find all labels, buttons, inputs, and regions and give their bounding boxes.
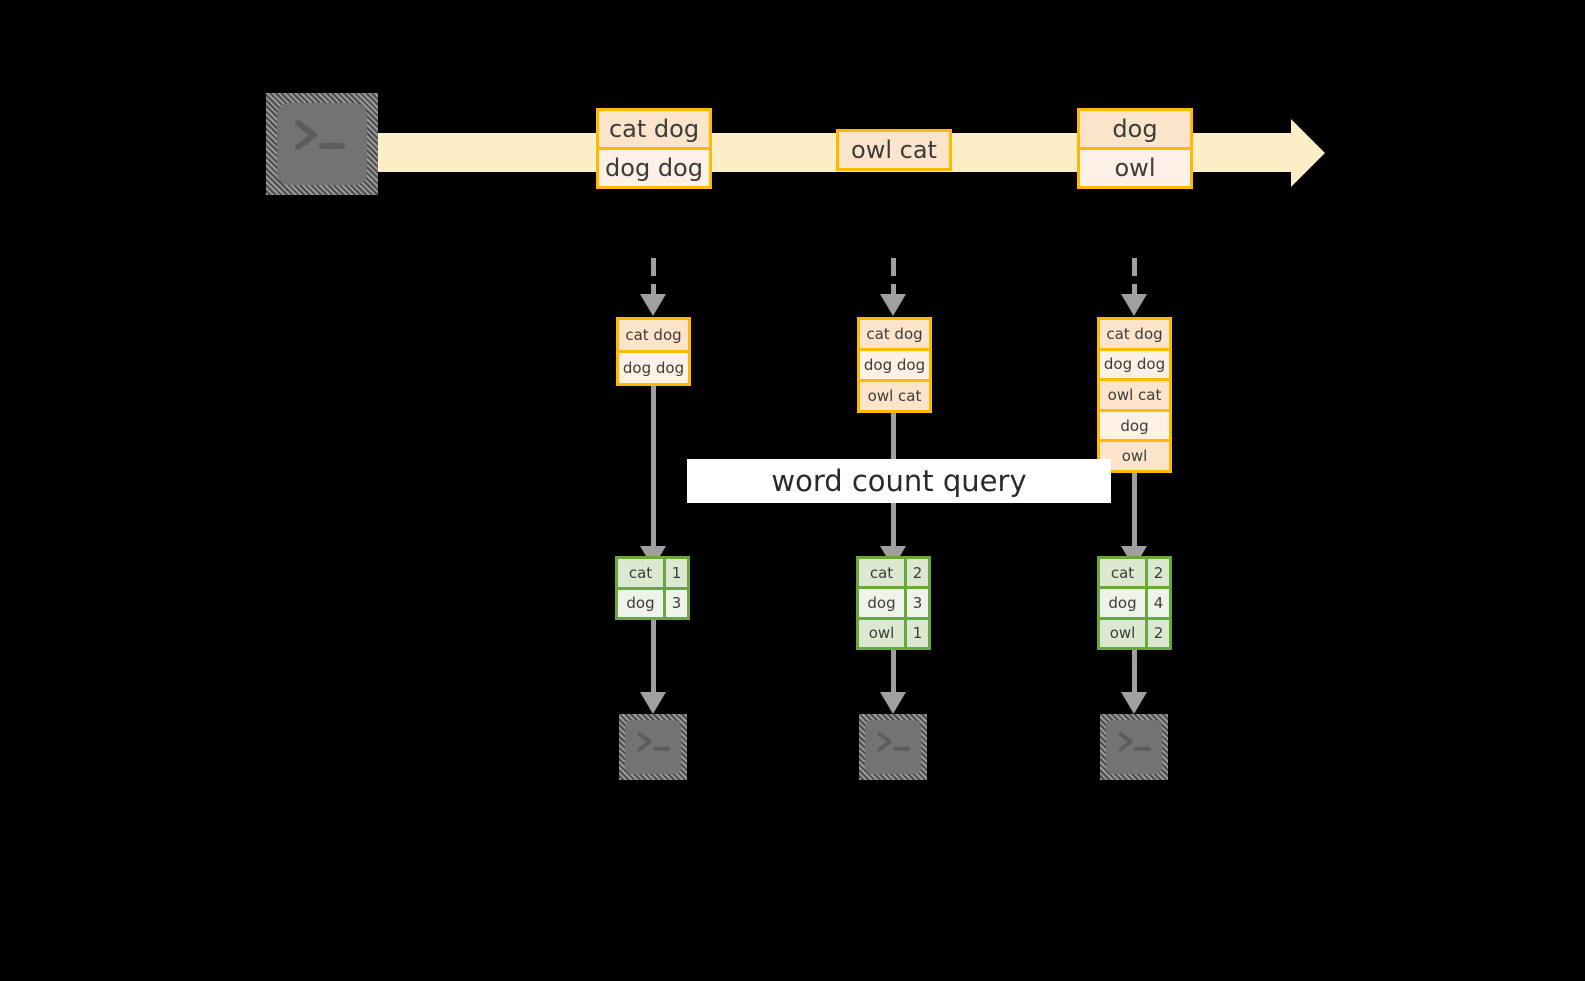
table-cell-count: 2 [907, 559, 928, 587]
snapshot-row: cat dog [619, 320, 688, 353]
result-table-1[interactable]: cat 1 dog 3 [615, 556, 690, 620]
table-cell-word: cat [1100, 559, 1148, 587]
feed-connector-arrowhead [880, 294, 906, 316]
table-cell-word: owl [1100, 619, 1148, 647]
snapshot-row: dog dog [1100, 350, 1169, 382]
feed-connector [651, 258, 656, 298]
prompt-glyph-icon [637, 732, 670, 752]
stream-record[interactable]: owl [1077, 147, 1193, 189]
table-cell-word: dog [1100, 589, 1148, 617]
query-connector [651, 386, 656, 554]
stream-record[interactable]: dog dog [596, 147, 712, 189]
table-cell-word: cat [859, 559, 907, 587]
table-row: dog 3 [859, 589, 928, 620]
table-row: owl 2 [1100, 619, 1169, 647]
table-row: cat 1 [618, 559, 687, 590]
snapshot-row: dog dog [860, 351, 929, 382]
sink-connector [651, 620, 656, 700]
table-row: dog 4 [1100, 589, 1169, 620]
snapshot-row: cat dog [860, 320, 929, 351]
sink-terminal-3[interactable] [1100, 714, 1168, 780]
table-cell-word: dog [859, 589, 907, 617]
result-table-3[interactable]: cat 2 dog 4 owl 2 [1097, 556, 1172, 650]
sink-connector-arrowhead [640, 692, 666, 714]
table-cell-count: 1 [666, 559, 687, 587]
snapshot-row: owl cat [860, 382, 929, 410]
table-cell-count: 2 [1148, 559, 1169, 587]
table-cell-count: 2 [1148, 619, 1169, 647]
snapshot-row: dog [1100, 411, 1169, 443]
table-row: dog 3 [618, 589, 687, 617]
icon-face [865, 720, 921, 774]
table-cell-word: owl [859, 619, 907, 647]
table-cell-count: 4 [1148, 589, 1169, 617]
table-cell-count: 3 [666, 589, 687, 617]
stream-record[interactable]: owl cat [836, 129, 952, 171]
table-row: cat 2 [1100, 559, 1169, 590]
sink-connector-arrowhead [1121, 692, 1147, 714]
sink-terminal-1[interactable] [619, 714, 687, 780]
feed-connector [1132, 258, 1137, 298]
snapshot-3[interactable]: cat dog dog dog owl cat dog owl [1097, 317, 1172, 473]
feed-connector-arrowhead [640, 294, 666, 316]
feed-connector [891, 258, 896, 298]
prompt-glyph-icon [1118, 732, 1151, 752]
snapshot-row: cat dog [1100, 320, 1169, 351]
snapshot-row: owl cat [1100, 381, 1169, 412]
query-connector [1132, 473, 1137, 554]
query-label-banner: word count query [687, 459, 1111, 503]
stream-arrowhead [1291, 119, 1325, 187]
sink-connector [1132, 650, 1137, 700]
snapshot-row: owl [1100, 442, 1169, 470]
snapshot-2[interactable]: cat dog dog dog owl cat [857, 317, 932, 413]
terminal-icon[interactable] [266, 93, 378, 195]
table-cell-word: dog [618, 589, 666, 617]
icon-face [625, 720, 681, 774]
icon-face [1106, 720, 1162, 774]
result-table-2[interactable]: cat 2 dog 3 owl 1 [856, 556, 931, 650]
sink-connector-arrowhead [880, 692, 906, 714]
table-row: cat 2 [859, 559, 928, 590]
table-cell-count: 1 [907, 619, 928, 647]
table-row: owl 1 [859, 619, 928, 647]
snapshot-1[interactable]: cat dog dog dog [616, 317, 691, 386]
prompt-glyph-icon [295, 120, 345, 150]
stream-record[interactable]: dog [1077, 108, 1193, 150]
sink-connector [891, 650, 896, 700]
snapshot-row: dog dog [619, 353, 688, 383]
stream-record[interactable]: cat dog [596, 108, 712, 150]
sink-terminal-2[interactable] [859, 714, 927, 780]
table-cell-count: 3 [907, 589, 928, 617]
prompt-glyph-icon [877, 732, 910, 752]
table-cell-word: cat [618, 559, 666, 587]
feed-connector-arrowhead [1121, 294, 1147, 316]
